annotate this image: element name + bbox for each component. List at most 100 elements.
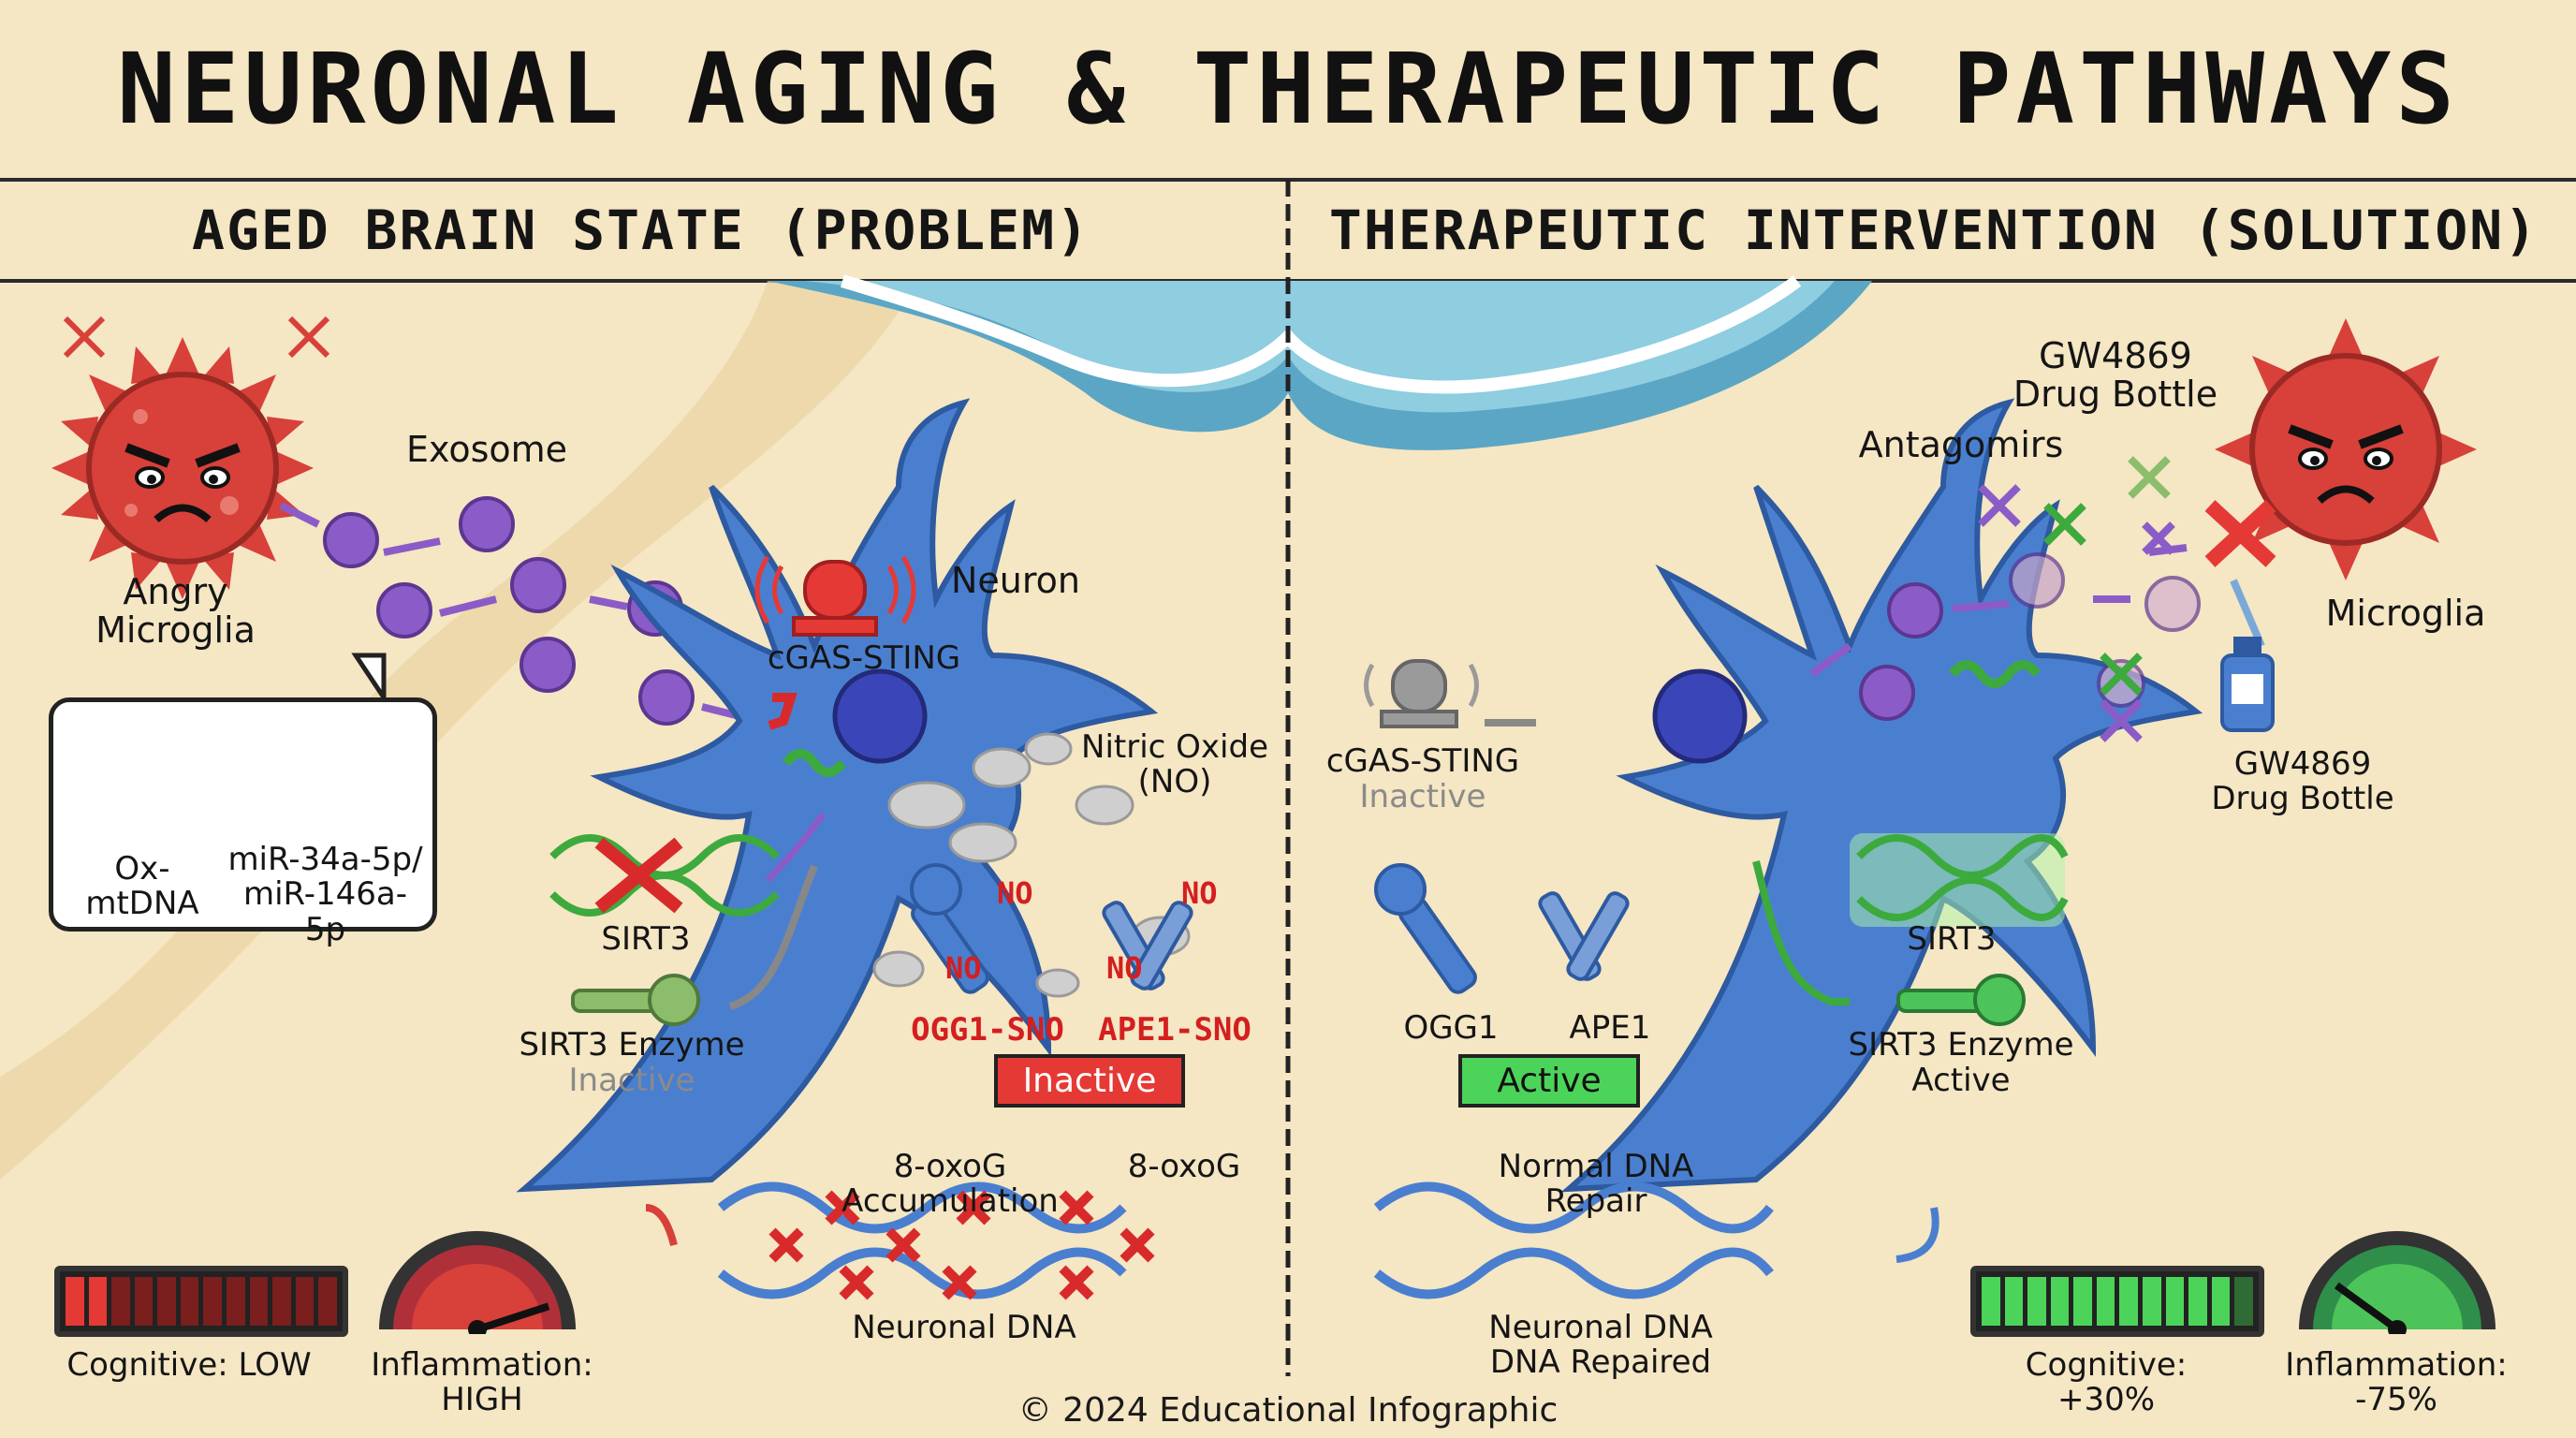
cognitive-label: Cognitive: +30%: [2025, 1346, 2188, 1419]
green-mirna-fragment-icon: [783, 749, 846, 777]
meter-segment: [2143, 1277, 2161, 1326]
angry-microglia-label: Angry Microglia: [95, 571, 256, 652]
meter-segment: [2096, 1277, 2115, 1326]
cognitive-label: Cognitive: LOW: [66, 1346, 312, 1384]
cognitive-meter: [54, 1266, 348, 1337]
meter-segment: [2073, 1277, 2092, 1326]
meter-segment: [66, 1277, 84, 1326]
sand-path: [0, 281, 917, 1180]
repaired-dna-label: Neuronal DNA DNA Repaired: [1488, 1309, 1713, 1382]
accumulation-label: 8-oxoG Accumulation: [842, 1148, 1059, 1221]
antagomirs-label: Antagomirs: [1858, 424, 2064, 465]
meter-segment: [272, 1277, 291, 1326]
cognitive-meter: [1970, 1266, 2264, 1337]
repair-status-badge: Active: [1458, 1054, 1640, 1108]
ape1-pliers-icon: [1102, 901, 1193, 990]
blocked-cross-icon: [2204, 500, 2276, 567]
cgas-sting-label: cGAS-STING: [1325, 742, 1520, 780]
alarm-siren-icon: [754, 555, 916, 637]
repair-status-badge: Inactive: [994, 1054, 1185, 1108]
repair-arrow-icon: [1895, 1207, 1939, 1263]
ogg1-wrench-icon: [1374, 863, 1477, 994]
left-panel-art: [51, 315, 1193, 1329]
meter-segment: [203, 1277, 223, 1326]
mirna-arrow-icon: [765, 812, 827, 883]
meter-segment: [227, 1277, 245, 1326]
angry-microglia-icon: [51, 337, 314, 599]
meter-segment: [295, 1277, 315, 1326]
meter-segment: [134, 1277, 154, 1326]
meter-segment: [88, 1277, 108, 1326]
nitric-oxide-label: Nitric Oxide (NO): [1081, 728, 1268, 801]
sirt3-enzyme-state: Active: [1911, 1062, 2011, 1099]
blue-arrow-icon: [2230, 579, 2265, 648]
meter-segment: [1982, 1277, 2000, 1326]
inhibit-arrow-icon: [728, 864, 818, 1010]
drug-bottle-icon: [2220, 637, 2275, 732]
meter-segment: [2004, 1277, 2024, 1326]
sirt3-enzyme-wrench-icon: [571, 974, 700, 1026]
meter-segment: [2050, 1277, 2070, 1326]
meter-segment: [2211, 1277, 2231, 1326]
ogg1-sno-label: OGG1-SNO: [911, 1011, 1064, 1049]
no-tag: NO: [1181, 875, 1218, 911]
oxog-label: 8-oxoG: [1127, 1148, 1241, 1185]
microglia-icon: [2215, 318, 2477, 580]
activation-arrow-icon: [1752, 860, 1850, 1005]
bubble-tail: [351, 653, 387, 706]
gw4869-top-label: GW4869 Drug Bottle: [2012, 335, 2218, 416]
mirna-strand-icon: [1949, 660, 2041, 688]
ape1-label: APE1: [1569, 1009, 1651, 1047]
callout-bubble: [49, 697, 437, 932]
damaged-dna-icon: [717, 1181, 1127, 1299]
damage-arrow-icon: [645, 1204, 678, 1247]
sirt3-enzyme-wrench-icon: [1896, 974, 2026, 1026]
sirt3-label: SIRT3: [1907, 920, 1997, 958]
sirt3-label: SIRT3: [601, 920, 691, 958]
sirt3-dna-icon: [1856, 834, 2069, 921]
exosome-icon: [1859, 552, 2201, 721]
gauge-needle-icon: [2334, 1282, 2400, 1333]
page-title: NEURONAL AGING & THERAPEUTIC PATHWAYS: [117, 32, 2459, 146]
gw4869-bottom-label: GW4869 Drug Bottle: [2211, 745, 2394, 818]
cgas-sting-label: cGAS-STING: [767, 639, 961, 677]
inflammation-label: Inflammation: HIGH: [371, 1346, 593, 1419]
meter-segment: [111, 1277, 130, 1326]
neuron-nucleus: [1652, 668, 1748, 764]
normal-repair-label: Normal DNA Repair: [1498, 1148, 1694, 1221]
no-tag: NO: [997, 875, 1033, 911]
left-gauge-needle-layer: [468, 1302, 550, 1334]
inflammation-label: Inflammation: -75%: [2285, 1346, 2508, 1419]
no-tag: NO: [1106, 950, 1143, 986]
sirt3-dna-icon: [549, 834, 780, 917]
ape1-pliers-icon: [1538, 891, 1630, 981]
meter-segment: [2027, 1277, 2046, 1326]
neuronal-dna-label: Neuronal DNA: [852, 1309, 1076, 1346]
sirt3-cross-icon: [594, 837, 683, 914]
ogg1-wrench-icon: [910, 863, 989, 994]
exosome-label: Exosome: [405, 429, 568, 470]
ogg1-label: OGG1: [1403, 1009, 1499, 1047]
neuron-nucleus: [832, 668, 928, 764]
sirt3-enzyme-label: SIRT3 Enzyme: [1848, 1026, 2074, 1064]
meter-segment: [249, 1277, 269, 1326]
meter-segment: [318, 1277, 337, 1326]
neuron-icon: [516, 398, 1159, 1193]
sirt3-enzyme-label: SIRT3 Enzyme: [519, 1026, 745, 1064]
mirna-label: miR-34a-5p/ miR-146a-5p: [227, 841, 423, 948]
repaired-dna-icon: [1373, 1181, 1774, 1299]
neuron-label: Neuron: [950, 560, 1080, 601]
ox-mtdna-label: Ox-mtDNA: [85, 850, 199, 923]
left-panel-heading: AGED BRAIN STATE (PROBLEM): [192, 198, 1090, 262]
meter-segment: [2165, 1277, 2185, 1326]
sirt3-enzyme-state: Inactive: [568, 1062, 695, 1099]
no-tag: NO: [945, 950, 982, 986]
exosome-arrow-icon: [1809, 544, 2188, 678]
inflammation-gauge-icon: [2299, 1231, 2496, 1329]
inactive-siren-icon: [1364, 659, 1479, 728]
right-panel-heading: THERAPEUTIC INTERVENTION (SOLUTION): [1328, 198, 2539, 262]
oxog-cross-icon: [768, 1190, 1155, 1300]
cgas-sting-state: Inactive: [1359, 778, 1486, 815]
microglia-label: Microglia: [2325, 593, 2486, 634]
